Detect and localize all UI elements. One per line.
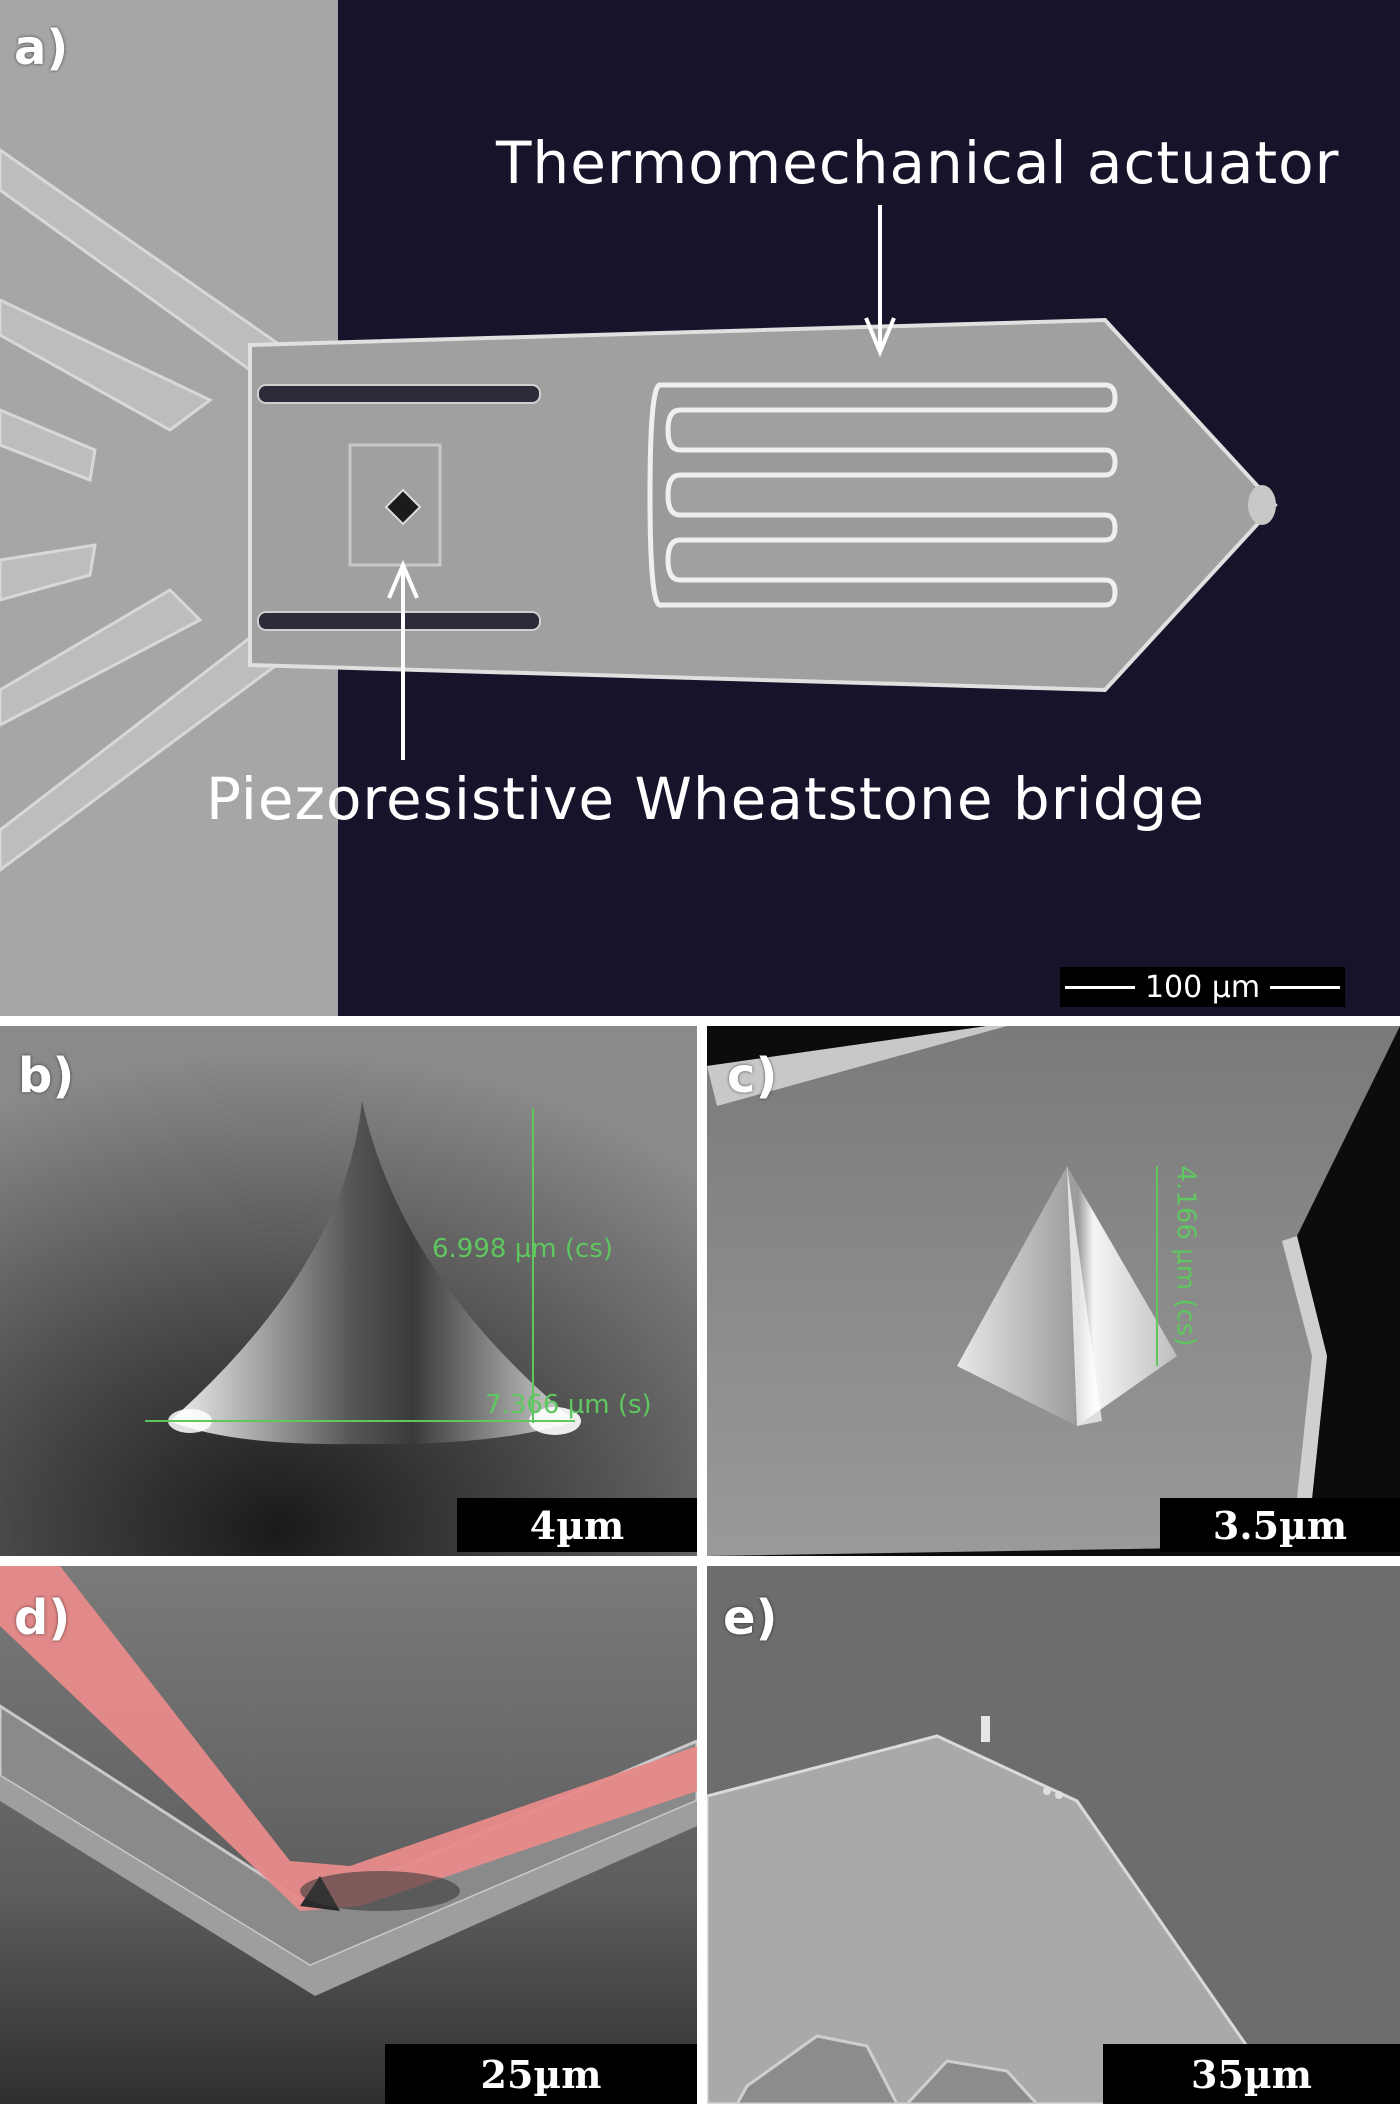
panel-c-height-measure: 4.166 µm (cs) xyxy=(1170,1165,1201,1347)
panel-a: a) Thermomechanical actuator Piezoresist… xyxy=(0,0,1400,1016)
panel-a-label: a) xyxy=(14,20,69,76)
scale-line-right xyxy=(1270,985,1341,989)
panel-b-height-measure: 6.998 µm (cs) xyxy=(432,1234,613,1264)
panel-b-label: b) xyxy=(18,1048,75,1104)
panel-b-scale-bar: 4µm xyxy=(457,1498,697,1552)
panel-e-sem-image xyxy=(707,1566,1400,2104)
actuator-callout: Thermomechanical actuator xyxy=(496,129,1340,197)
panel-c-label: c) xyxy=(727,1048,778,1104)
panel-a-scale-bar: 100 µm xyxy=(1060,967,1345,1007)
panel-b-width-measure: 7.366 µm (s) xyxy=(485,1390,652,1420)
panel-d-label: d) xyxy=(14,1590,71,1646)
panel-a-sem-image xyxy=(0,0,1278,1016)
panel-d-scale-bar: 25µm xyxy=(385,2044,697,2104)
panel-b-sem-image xyxy=(0,1026,697,1556)
panel-c-sem-image xyxy=(707,1026,1400,1556)
panel-b: b) 6.998 µm (cs) 7.366 µm (s) 4µm xyxy=(0,1026,697,1556)
panel-e-scale-bar: 35µm xyxy=(1103,2044,1400,2104)
scale-line-left xyxy=(1064,985,1135,989)
panel-e-label: e) xyxy=(723,1590,778,1646)
panel-d-sem-image xyxy=(0,1566,697,2104)
panel-e: e) 35µm xyxy=(707,1566,1400,2104)
bridge-callout: Piezoresistive Wheatstone bridge xyxy=(206,765,1206,833)
panel-d: d) 25µm xyxy=(0,1566,697,2104)
panel-c: c) 4.166 µm (cs) 3.5µm xyxy=(707,1026,1400,1556)
panel-a-scale-text: 100 µm xyxy=(1144,969,1261,1005)
panel-c-scale-bar: 3.5µm xyxy=(1160,1498,1400,1552)
